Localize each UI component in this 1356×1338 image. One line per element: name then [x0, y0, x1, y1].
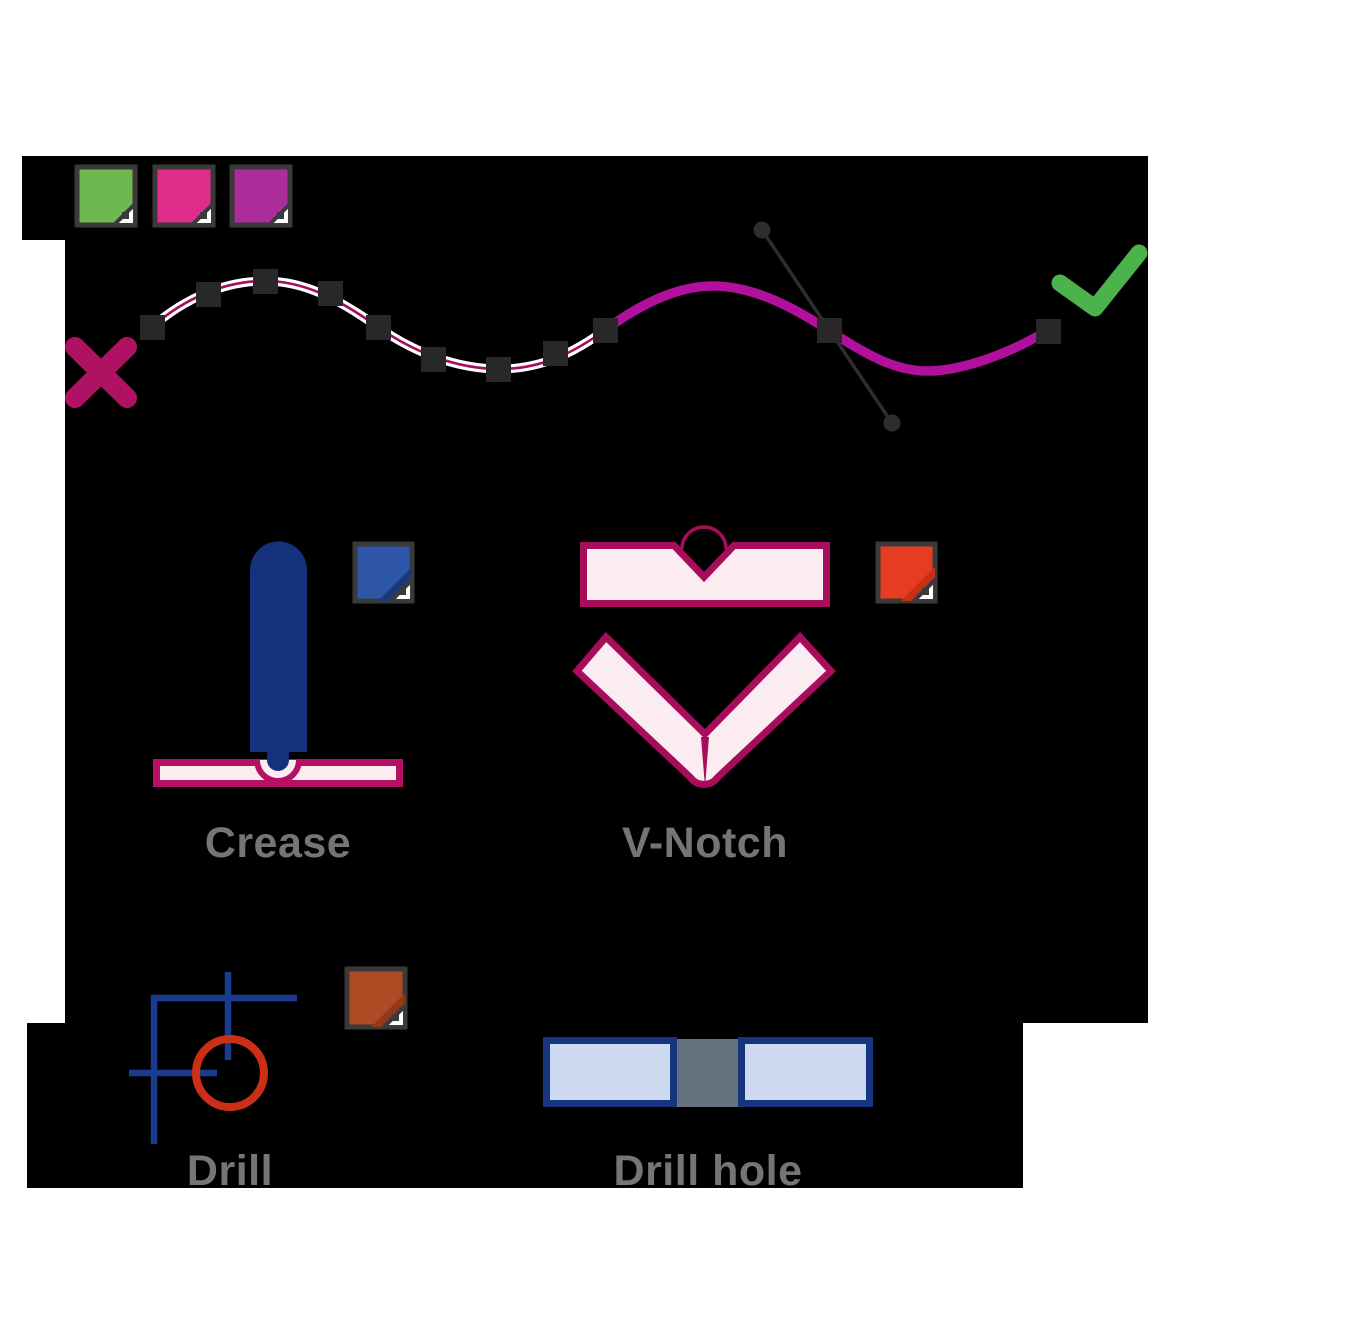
- crease-tool-tip: [267, 748, 289, 771]
- drill-illustration: [129, 972, 297, 1144]
- spline-wave: [140, 221, 1061, 432]
- drill-hole-illustration: [543, 1037, 873, 1107]
- v-notch-chevron: [572, 631, 836, 788]
- red-v-notch-swatch-icon: [875, 541, 938, 604]
- drill-circle: [192, 1035, 268, 1111]
- rust-drill-swatch-icon: [344, 966, 408, 1030]
- drill-hole-label: Drill hole: [613, 1147, 803, 1195]
- spline-nodes: [140, 269, 1061, 382]
- drill-label: Drill: [186, 1147, 274, 1195]
- pink-line-type-swatch-icon: [152, 164, 216, 228]
- drill-hole-left-board: [543, 1037, 677, 1107]
- crease-tool: [250, 541, 307, 752]
- blue-crease-swatch-icon: [352, 541, 415, 604]
- crease-label: Crease: [204, 819, 352, 867]
- drill-hole-plug: [677, 1039, 738, 1107]
- v-notch-illustration: [572, 525, 836, 788]
- v-notch-bar: [580, 542, 830, 607]
- check-mark-icon: [1051, 244, 1148, 317]
- purple-line-type-swatch-icon: [229, 164, 293, 228]
- v-notch-arc: [680, 525, 728, 550]
- green-line-type-swatch-icon: [74, 164, 138, 228]
- drill-hole-right-board: [738, 1037, 873, 1107]
- v-notch-slit: [701, 737, 709, 787]
- crease-illustration: [153, 541, 403, 787]
- v-notch-label: V-Notch: [622, 819, 788, 867]
- x-mark-icon: [65, 337, 137, 408]
- main-illustration-panel: [65, 240, 1148, 1023]
